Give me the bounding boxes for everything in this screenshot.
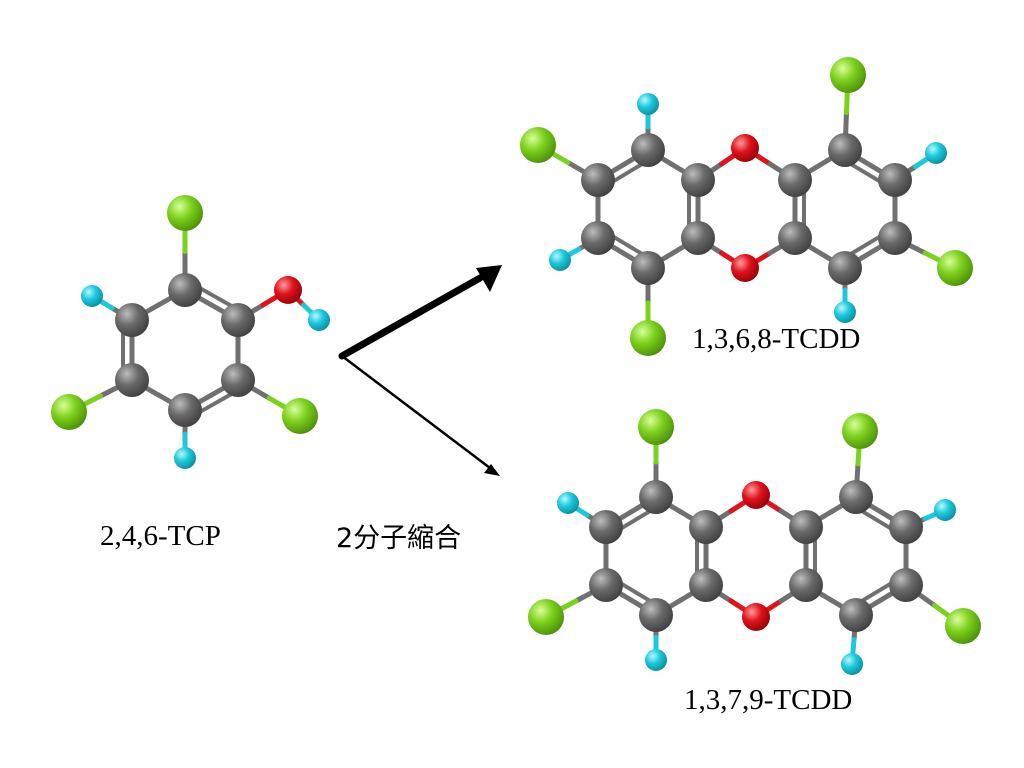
tcdd-1368-carbon-atom (828, 251, 862, 285)
tcdd-1368-double-bond (849, 234, 882, 256)
tcp-carbon-atom (221, 303, 255, 337)
tcdd-1368-carbon-atom (681, 163, 715, 197)
arrows-layer (338, 265, 502, 476)
tcp-chlorine-atom (282, 398, 318, 434)
reactant-label: 2,4,6-TCP (100, 520, 221, 552)
tcp-chlorine-atom (51, 394, 87, 430)
tcp-carbon-atom (115, 363, 149, 397)
tcp-carbon-atom (221, 363, 255, 397)
tcdd-1368-hydrogen-atom (834, 301, 856, 323)
tcdd-1368-oxygen-atom (731, 254, 759, 282)
tcdd-1379-double-bond (860, 581, 893, 603)
tcp-double-bond (198, 286, 234, 308)
atoms-layer (51, 57, 981, 675)
tcdd-1379-carbon-atom (839, 598, 873, 632)
tcdd-1368-hydrogen-atom (637, 93, 659, 115)
tcdd-1379-double-bond (860, 509, 893, 531)
tcdd-1368-double-bond (611, 162, 644, 184)
tcdd-1379-carbon-atom (589, 568, 623, 602)
tcdd-1368-double-bond (611, 234, 644, 256)
tcp-double-bond (198, 392, 234, 414)
tcp-hydrogen-atom (81, 285, 103, 307)
tcp-hydrogen-atom (308, 309, 330, 331)
tcdd-1379-hydrogen-atom (934, 499, 956, 521)
tcp-carbon-atom (168, 273, 202, 307)
tcdd-1368-carbon-atom (681, 221, 715, 255)
tcdd-1368-carbon-atom (631, 133, 665, 167)
tcp-oxygen-atom (274, 276, 302, 304)
tcdd-1379-oxygen-atom (742, 481, 770, 509)
tcdd-1368-carbon-atom (828, 133, 862, 167)
product-bottom-label: 1,3,7,9-TCDD (684, 684, 853, 716)
tcdd-1368-hydrogen-atom (549, 249, 571, 271)
tcdd-1379-chlorine-atom (842, 413, 878, 449)
tcdd-1379-carbon-atom (789, 510, 823, 544)
tcdd-1368-carbon-atom (878, 163, 912, 197)
tcdd-1368-carbon-atom (581, 221, 615, 255)
tcdd-1379-carbon-atom (689, 510, 723, 544)
tcdd-1379-oxygen-atom (742, 603, 770, 631)
tcdd-1379-carbon-atom (789, 568, 823, 602)
tcp-carbon-atom (168, 393, 202, 427)
tcp-hydrogen-atom (174, 447, 196, 469)
tcdd-1368-double-bond (849, 162, 882, 184)
tcdd-1379-carbon-atom (689, 568, 723, 602)
tcdd-1368-hydrogen-atom (925, 142, 947, 164)
tcdd-1368-chlorine-atom (937, 250, 973, 286)
tcdd-1368-carbon-atom (778, 221, 812, 255)
tcdd-1379-hydrogen-atom (841, 653, 863, 675)
tcdd-1368-carbon-atom (581, 163, 615, 197)
tcp-chlorine-atom (167, 195, 203, 231)
tcdd-1379-chlorine-atom (638, 409, 674, 445)
tcdd-1368-carbon-atom (778, 163, 812, 197)
tcdd-1368-carbon-atom (878, 221, 912, 255)
condensation-label: 2分子縮合 (336, 523, 462, 554)
tcdd-1379-hydrogen-atom (557, 492, 579, 514)
tcdd-1379-chlorine-atom (528, 599, 564, 635)
tcdd-1368-chlorine-atom (520, 127, 556, 163)
tcdd-1368-chlorine-atom (830, 57, 866, 93)
tcdd-1368-carbon-atom (631, 251, 665, 285)
bonds-layer (66, 72, 966, 667)
arrow-bottom-shaft (340, 354, 492, 470)
tcp-carbon-atom (115, 303, 149, 337)
tcdd-1379-carbon-atom (589, 510, 623, 544)
tcdd-1368-chlorine-atom (630, 320, 666, 356)
tcdd-1379-carbon-atom (639, 598, 673, 632)
tcdd-1379-carbon-atom (889, 510, 923, 544)
product-top-label: 1,3,6,8-TCDD (692, 323, 861, 355)
tcdd-1379-double-bond (619, 581, 652, 603)
tcdd-1368-oxygen-atom (731, 134, 759, 162)
tcdd-1379-double-bond (619, 509, 652, 531)
arrow-bottom-head (484, 464, 500, 476)
tcdd-1379-carbon-atom (639, 480, 673, 514)
tcdd-1379-carbon-atom (839, 480, 873, 514)
tcdd-1379-hydrogen-atom (645, 649, 667, 671)
tcdd-1379-carbon-atom (889, 568, 923, 602)
arrow-top-shaft (338, 274, 484, 360)
arrow-top-head (476, 265, 502, 292)
tcdd-1379-chlorine-atom (945, 608, 981, 644)
